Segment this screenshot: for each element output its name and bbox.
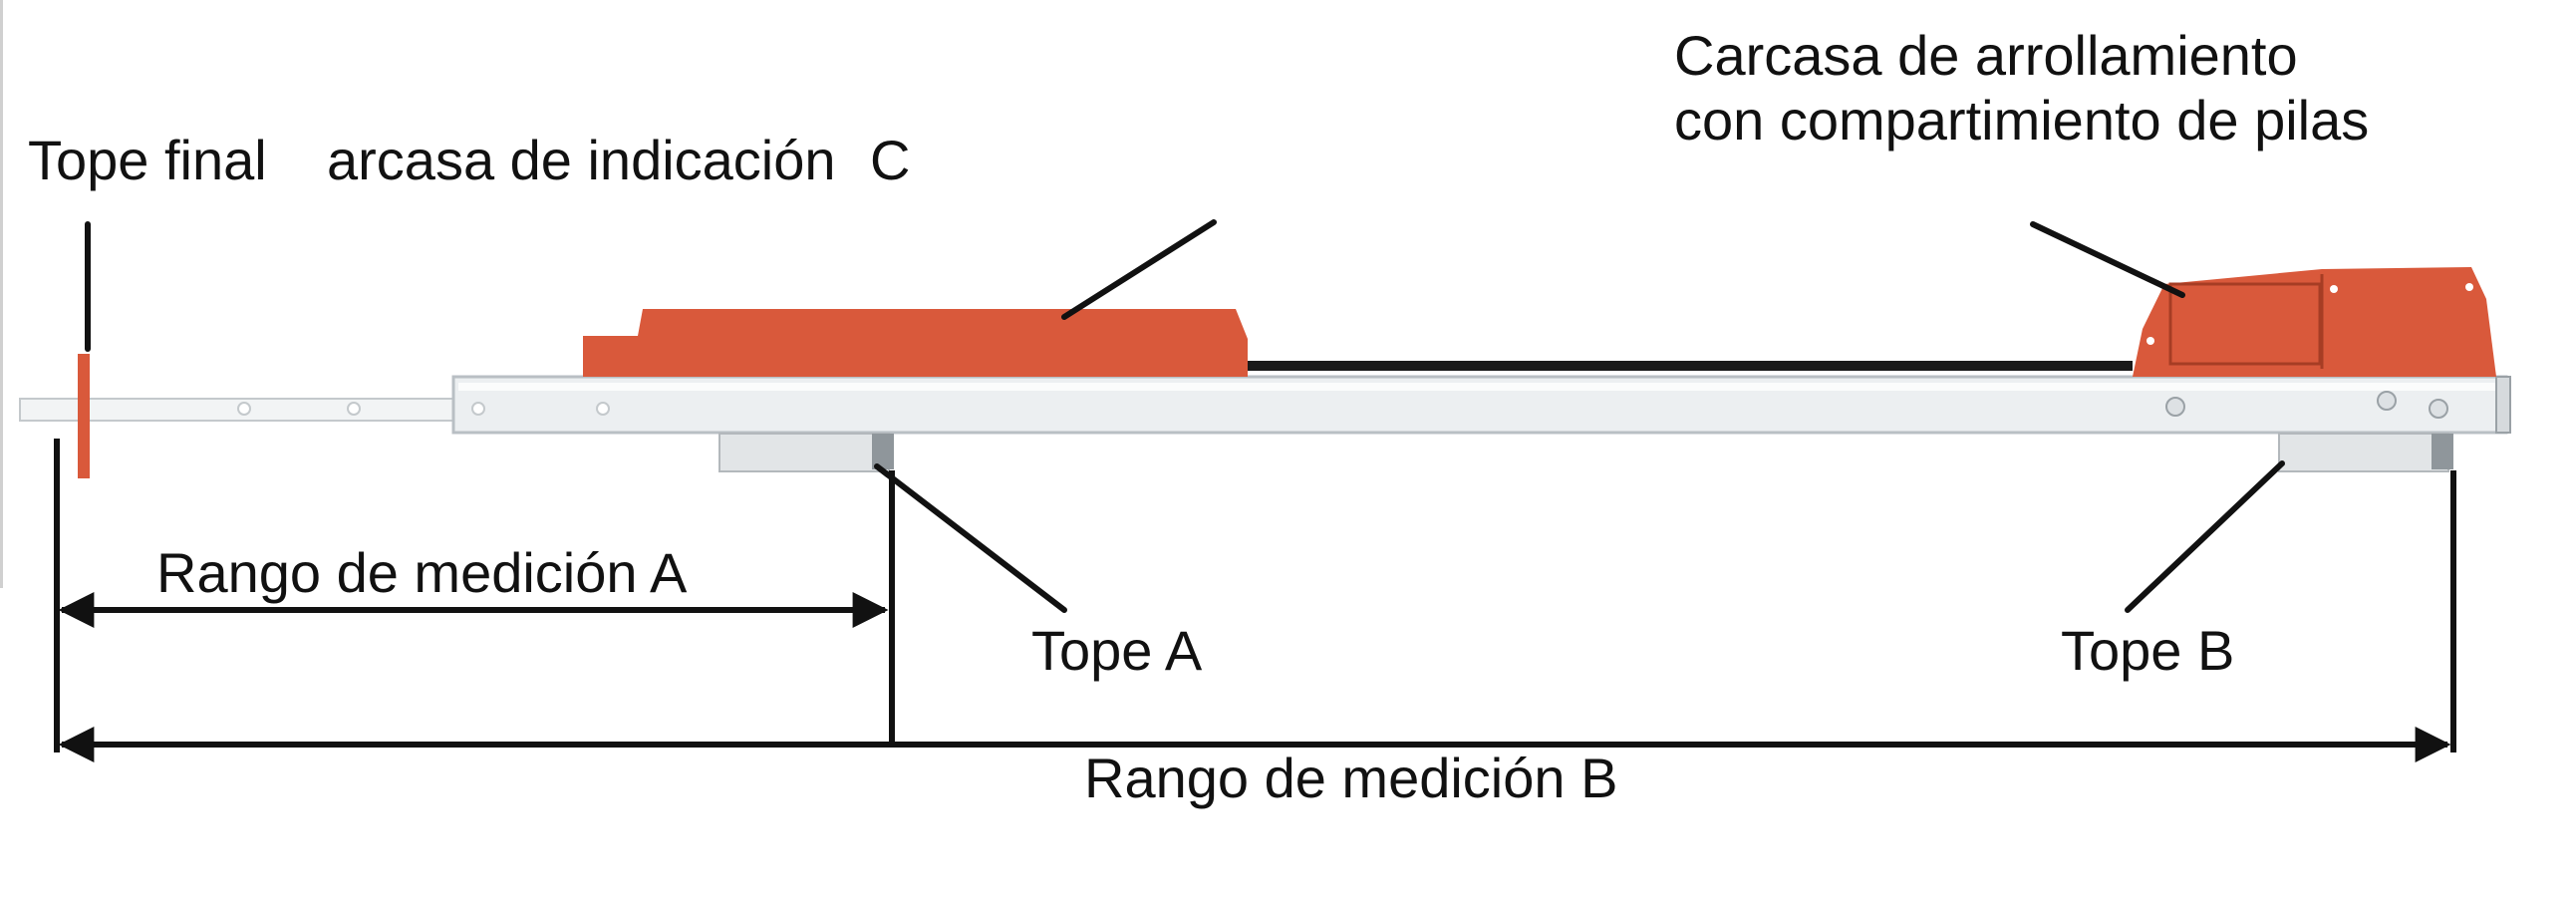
measuring-tape bbox=[1236, 361, 2133, 371]
winding-housing-label-line1: Carcasa de arrollamiento bbox=[1674, 24, 2298, 87]
stop-b-label: Tope B bbox=[2061, 619, 2234, 682]
display-housing-letter: C bbox=[870, 129, 910, 191]
housing-screw bbox=[2330, 285, 2338, 293]
main-rail-highlight bbox=[458, 383, 2501, 391]
rail-screw bbox=[2429, 399, 2448, 419]
display-housing-leader bbox=[1061, 219, 1217, 320]
display-housing bbox=[583, 309, 1248, 377]
stop-a-label: Tope A bbox=[1031, 619, 1203, 682]
leader-lines bbox=[85, 219, 2285, 613]
winding-housing-label-line2: con compartimiento de pilas bbox=[1674, 89, 2369, 151]
winding-housing-leader bbox=[2030, 221, 2185, 298]
range-b-label: Rango de medición B bbox=[1084, 747, 1617, 809]
rail-screw bbox=[2377, 391, 2397, 411]
stop-b-leader bbox=[2125, 460, 2285, 613]
stop-a bbox=[718, 433, 894, 472]
left-edge-line bbox=[0, 0, 3, 588]
range-a-label: Rango de medición A bbox=[156, 541, 688, 604]
end-stop bbox=[78, 354, 90, 478]
rail-hole bbox=[237, 402, 251, 416]
end-stop-label: Tope final bbox=[28, 129, 267, 191]
stop-a-leader bbox=[874, 463, 1067, 613]
dimension-lines bbox=[54, 439, 2456, 762]
winding-housing bbox=[2133, 267, 2496, 377]
rail-screw bbox=[2165, 397, 2185, 417]
rail-hole bbox=[596, 402, 610, 416]
rail-assembly bbox=[19, 361, 2511, 435]
housing-screw bbox=[2147, 337, 2154, 345]
housing-screw bbox=[2465, 283, 2473, 291]
stop-b bbox=[2278, 433, 2453, 472]
rail-hole bbox=[471, 402, 485, 416]
rail-end-cap bbox=[2495, 376, 2511, 434]
battery-compartment bbox=[2168, 282, 2322, 366]
display-housing-label: arcasa de indicación bbox=[327, 129, 836, 191]
rail-hole bbox=[347, 402, 361, 416]
